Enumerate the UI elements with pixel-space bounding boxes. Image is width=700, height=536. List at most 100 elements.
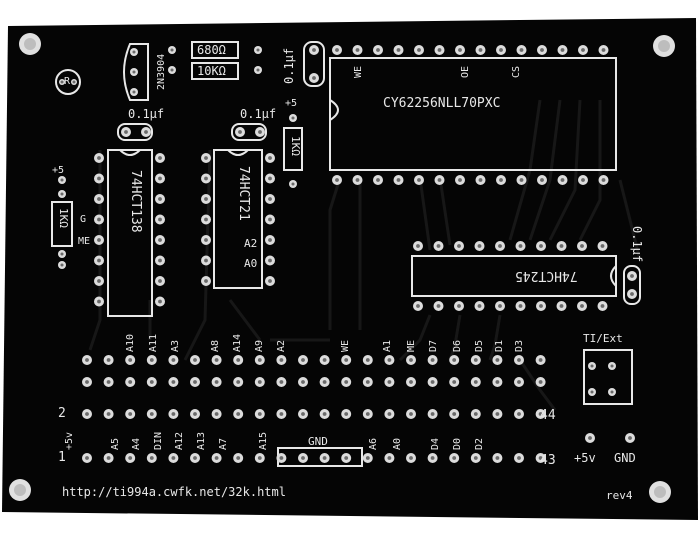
pad-hole — [236, 456, 241, 460]
pad-hole — [437, 48, 442, 52]
sram-pin-oe: OE — [460, 65, 471, 78]
top-header-label: D1 — [494, 339, 505, 352]
pad-hole — [97, 238, 101, 242]
pad-hole — [158, 197, 162, 201]
pad-hole — [628, 436, 632, 440]
bottom-header-label: D4 — [430, 437, 441, 450]
pad-hole — [149, 380, 154, 384]
pad-hole — [322, 412, 327, 416]
pad-hole — [193, 380, 197, 384]
pad-hole — [97, 156, 101, 160]
pad-hole — [279, 412, 284, 416]
pad-hole — [106, 412, 111, 416]
pad-hole — [301, 456, 305, 460]
row-number-44: 44 — [540, 408, 556, 423]
decoder-label: 74HCT138 — [128, 170, 143, 233]
pad-hole — [387, 456, 392, 460]
pad-hole — [560, 48, 565, 52]
top-header-label: A8 — [210, 339, 221, 352]
pad-hole — [158, 238, 162, 242]
pad-hole — [458, 48, 462, 52]
pad-hole — [170, 48, 174, 52]
pad-hole — [301, 380, 305, 384]
pad-hole — [149, 456, 154, 460]
pad-hole — [128, 412, 133, 416]
pad-hole — [409, 380, 413, 384]
pad-hole — [538, 380, 543, 384]
revision-label: rev4 — [606, 489, 633, 502]
pad-hole — [60, 80, 64, 84]
pad-hole — [238, 130, 242, 134]
pad-hole — [559, 244, 564, 248]
pad-hole — [132, 90, 136, 94]
pad-hole — [540, 48, 544, 52]
pad-hole — [257, 380, 262, 384]
pad-hole — [417, 178, 421, 182]
res-pin-g: G — [80, 214, 87, 225]
pad-hole — [538, 456, 543, 460]
pad-hole — [452, 412, 457, 416]
pad-hole — [236, 412, 241, 416]
sram-label: CY62256NLL70PXC — [383, 96, 501, 111]
pad-hole — [601, 48, 606, 52]
top-header-label: A2 — [276, 339, 287, 352]
pad-hole — [97, 197, 101, 201]
pad-hole — [473, 380, 478, 384]
pad-hole — [257, 358, 262, 362]
pad-hole — [538, 358, 543, 362]
pad-hole — [256, 48, 260, 52]
pad-hole — [416, 244, 420, 248]
pad-hole — [279, 380, 284, 384]
pad-hole — [268, 156, 272, 160]
cap2-label: 0.1µf — [128, 107, 165, 121]
bottom-header-label: +5v — [64, 431, 75, 450]
plus5-label-a: +5 — [285, 98, 298, 109]
pad-hole — [452, 380, 457, 384]
pad-hole — [365, 380, 370, 384]
pad-hole — [322, 358, 327, 362]
pad-hole — [279, 456, 284, 460]
pad-hole — [457, 244, 461, 248]
pad-hole — [344, 358, 349, 362]
pad-hole — [473, 412, 478, 416]
pad-hole — [256, 68, 260, 72]
transistor-label: 2N3904 — [156, 53, 167, 90]
resistor-680-label: 680Ω — [197, 43, 226, 57]
bottom-header-label: A6 — [368, 437, 379, 450]
pad-hole — [477, 244, 482, 248]
pad-hole — [540, 178, 544, 182]
pad-hole — [204, 156, 208, 160]
sram-pin-we: WE — [353, 65, 364, 78]
silkscreen — [51, 41, 641, 467]
pad-hole — [204, 197, 208, 201]
pad-hole — [171, 456, 176, 460]
pad-hole — [322, 380, 327, 384]
cap4-label: 0.1µf — [630, 226, 644, 263]
pad-hole — [452, 456, 457, 460]
bottom-header-label: A7 — [218, 437, 229, 450]
pad-hole — [268, 197, 272, 201]
pad-hole — [581, 178, 585, 182]
pad-hole — [452, 358, 457, 362]
pad-hole — [495, 412, 500, 416]
pad-hole — [417, 48, 421, 52]
pad-hole — [124, 130, 128, 134]
pad-hole — [301, 412, 305, 416]
pad-hole — [335, 178, 339, 182]
pad-hole — [344, 456, 349, 460]
pad-hole — [588, 436, 592, 440]
pad-hole — [590, 390, 594, 394]
pad-hole — [365, 456, 370, 460]
pad-hole — [236, 358, 241, 362]
pad-hole — [560, 178, 565, 182]
pad-hole — [610, 364, 614, 368]
pad-hole — [158, 217, 162, 222]
pad-hole — [85, 380, 89, 384]
resistor-1k-label: 1KΩ — [289, 136, 302, 156]
top-header-label: D3 — [514, 339, 525, 352]
pad-hole — [600, 304, 605, 308]
led-label: R — [64, 76, 71, 87]
url-label: http://ti994a.cwfk.net/32k.html — [62, 485, 286, 499]
